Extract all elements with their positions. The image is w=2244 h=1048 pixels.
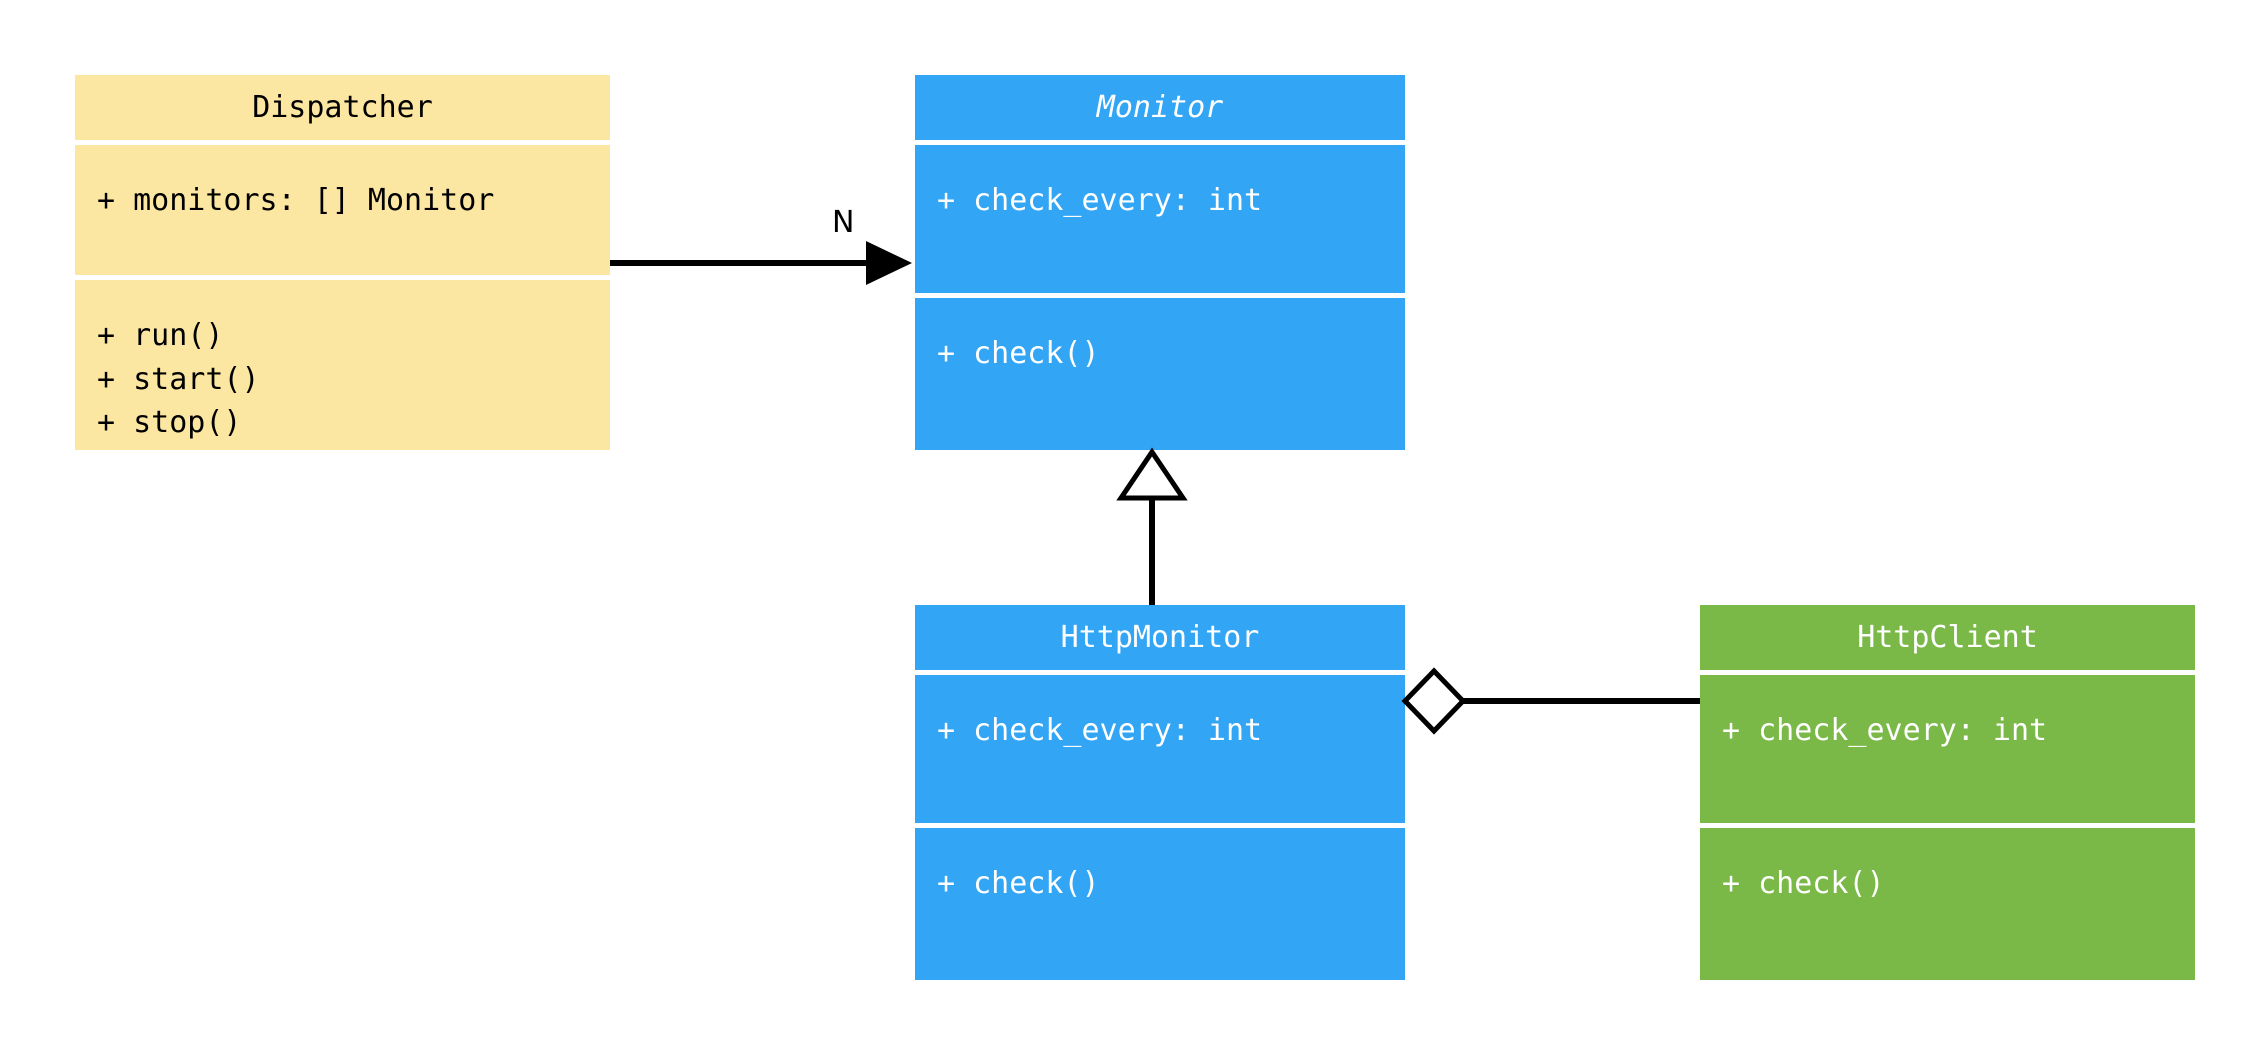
association-arrow-dispatcher-monitor: [610, 241, 912, 285]
attribute-row: + check_every: int: [1722, 713, 2048, 748]
method-row: + stop(): [97, 405, 242, 440]
class-title-monitor: Monitor: [915, 75, 1405, 140]
attribute-row: + check_every: int: [937, 183, 1263, 218]
attribute-row: + check_every: int: [937, 713, 1263, 748]
attribute-row: + monitors: [] Monitor: [97, 183, 495, 218]
class-box-httpmonitor[interactable]: HttpMonitor + check_every: int + check(): [915, 605, 1405, 980]
class-methods-httpmonitor: + check(): [915, 828, 1405, 980]
class-box-dispatcher[interactable]: Dispatcher + monitors: [] Monitor + run(…: [75, 75, 610, 450]
method-row: + check(): [937, 866, 1100, 901]
generalization-arrow-httpmonitor-monitor: [1116, 447, 1188, 605]
class-methods-monitor: + check(): [915, 298, 1405, 450]
method-row: + check(): [937, 336, 1100, 371]
filled-triangle-arrowhead-icon: [866, 241, 912, 285]
hollow-triangle-arrowhead-icon: [1116, 447, 1188, 501]
class-title-dispatcher: Dispatcher: [75, 75, 610, 140]
class-attributes-httpmonitor: + check_every: int: [915, 675, 1405, 823]
class-title-httpclient: HttpClient: [1700, 605, 2195, 670]
aggregation-link-httpmonitor-httpclient: [1401, 667, 1700, 735]
class-box-httpclient[interactable]: HttpClient + check_every: int + check(): [1700, 605, 2195, 980]
class-attributes-httpclient: + check_every: int: [1700, 675, 2195, 823]
class-title-httpmonitor: HttpMonitor: [915, 605, 1405, 670]
class-methods-httpclient: + check(): [1700, 828, 2195, 980]
association-multiplicity-label: N: [832, 205, 855, 240]
class-box-monitor[interactable]: Monitor + check_every: int + check(): [915, 75, 1405, 450]
class-attributes-monitor: + check_every: int: [915, 145, 1405, 293]
method-row: + check(): [1722, 866, 1885, 901]
method-row: + start(): [97, 361, 260, 397]
class-methods-dispatcher: + run() + start() + stop(): [75, 280, 610, 450]
hollow-diamond-icon: [1401, 667, 1467, 735]
class-attributes-dispatcher: + monitors: [] Monitor: [75, 145, 610, 275]
method-row: + run(): [97, 318, 224, 353]
